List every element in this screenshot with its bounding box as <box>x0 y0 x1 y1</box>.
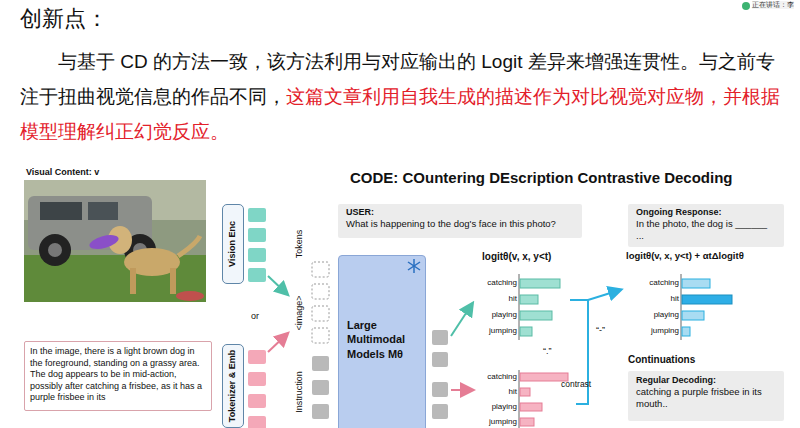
node-text: Tokenizer & Emb <box>227 350 238 422</box>
node-text: In the image, there is a light brown dog… <box>30 346 206 404</box>
label: “-” <box>596 325 605 335</box>
label: catching <box>609 278 679 287</box>
node-text: In the photo, the dog is ______ ... <box>636 218 776 242</box>
label: jumping <box>447 417 517 426</box>
mic-icon <box>742 2 750 10</box>
diagram-title: CODE: COuntering DEscription Contrastive… <box>350 169 733 186</box>
label: catching <box>447 278 517 287</box>
output-arrow <box>451 389 472 391</box>
node-text: Regular Decoding: <box>636 375 776 386</box>
logit-bars-visual <box>519 274 560 340</box>
node-text: Ongoing Response: <box>636 207 776 218</box>
label: jumping <box>447 326 517 335</box>
label: playing <box>609 310 679 319</box>
embed-arrow <box>268 334 287 352</box>
label: Continuations <box>628 354 695 366</box>
description-box: In the image, there is a light brown dog… <box>24 341 212 411</box>
output-arrow <box>451 304 472 336</box>
label: 正在讲话：李 <box>752 1 794 9</box>
response-box: Ongoing Response:In the photo, the dog i… <box>628 204 784 247</box>
vision-tokens <box>248 208 266 282</box>
label: hit <box>609 294 679 303</box>
node-text: Large Multimodal Models Mθ <box>347 318 419 361</box>
tokenizer-box: Tokenizer & Emb <box>222 344 244 428</box>
instruction-tokens <box>312 356 329 419</box>
node-text: catching a purple frisbee in its mouth.. <box>636 386 776 410</box>
label: contrast <box>561 380 591 390</box>
node-text: USER: <box>346 207 574 218</box>
text-tokens <box>248 350 266 428</box>
logit-bars-adjusted <box>681 274 732 340</box>
label: jumping <box>609 326 679 335</box>
label: 创新点： <box>20 6 108 31</box>
label: Instruction <box>294 371 304 413</box>
node-text: Vision Enc <box>227 221 238 267</box>
label: “.” <box>543 346 552 356</box>
encoder-box: Vision Enc <box>222 204 244 284</box>
label: <image> <box>294 295 304 330</box>
slide-paragraph: 与基于 CD 的方法一致，该方法利用与对应输出的 Logit 差异来增强连贯性。… <box>20 44 782 149</box>
user-prompt-box: USER:What is happening to the dog's face… <box>338 204 582 238</box>
node-text: What is happening to the dog's face in t… <box>346 218 574 230</box>
label: Visual Content: v <box>26 167 99 177</box>
label: hit <box>447 387 517 396</box>
label: or <box>251 311 259 321</box>
decoding-box: Regular Decoding:catching a purple frisb… <box>628 371 784 421</box>
model-box: Large Multimodal Models Mθ <box>338 255 426 428</box>
output-tokens <box>432 330 448 419</box>
label: playing <box>447 310 517 319</box>
label: Tokens <box>294 230 304 259</box>
label: hit <box>447 294 517 303</box>
label: logitθ(v, x, y<t) + αtΔlogitθ <box>626 251 744 262</box>
label: catching <box>447 372 517 381</box>
label: logitθ(v, x, y<t) <box>482 251 551 263</box>
label: playing <box>447 402 517 411</box>
image-token-slots <box>312 262 329 343</box>
embed-arrow <box>268 276 287 294</box>
logit-bars-description <box>519 370 568 428</box>
dog-photo <box>24 180 206 302</box>
